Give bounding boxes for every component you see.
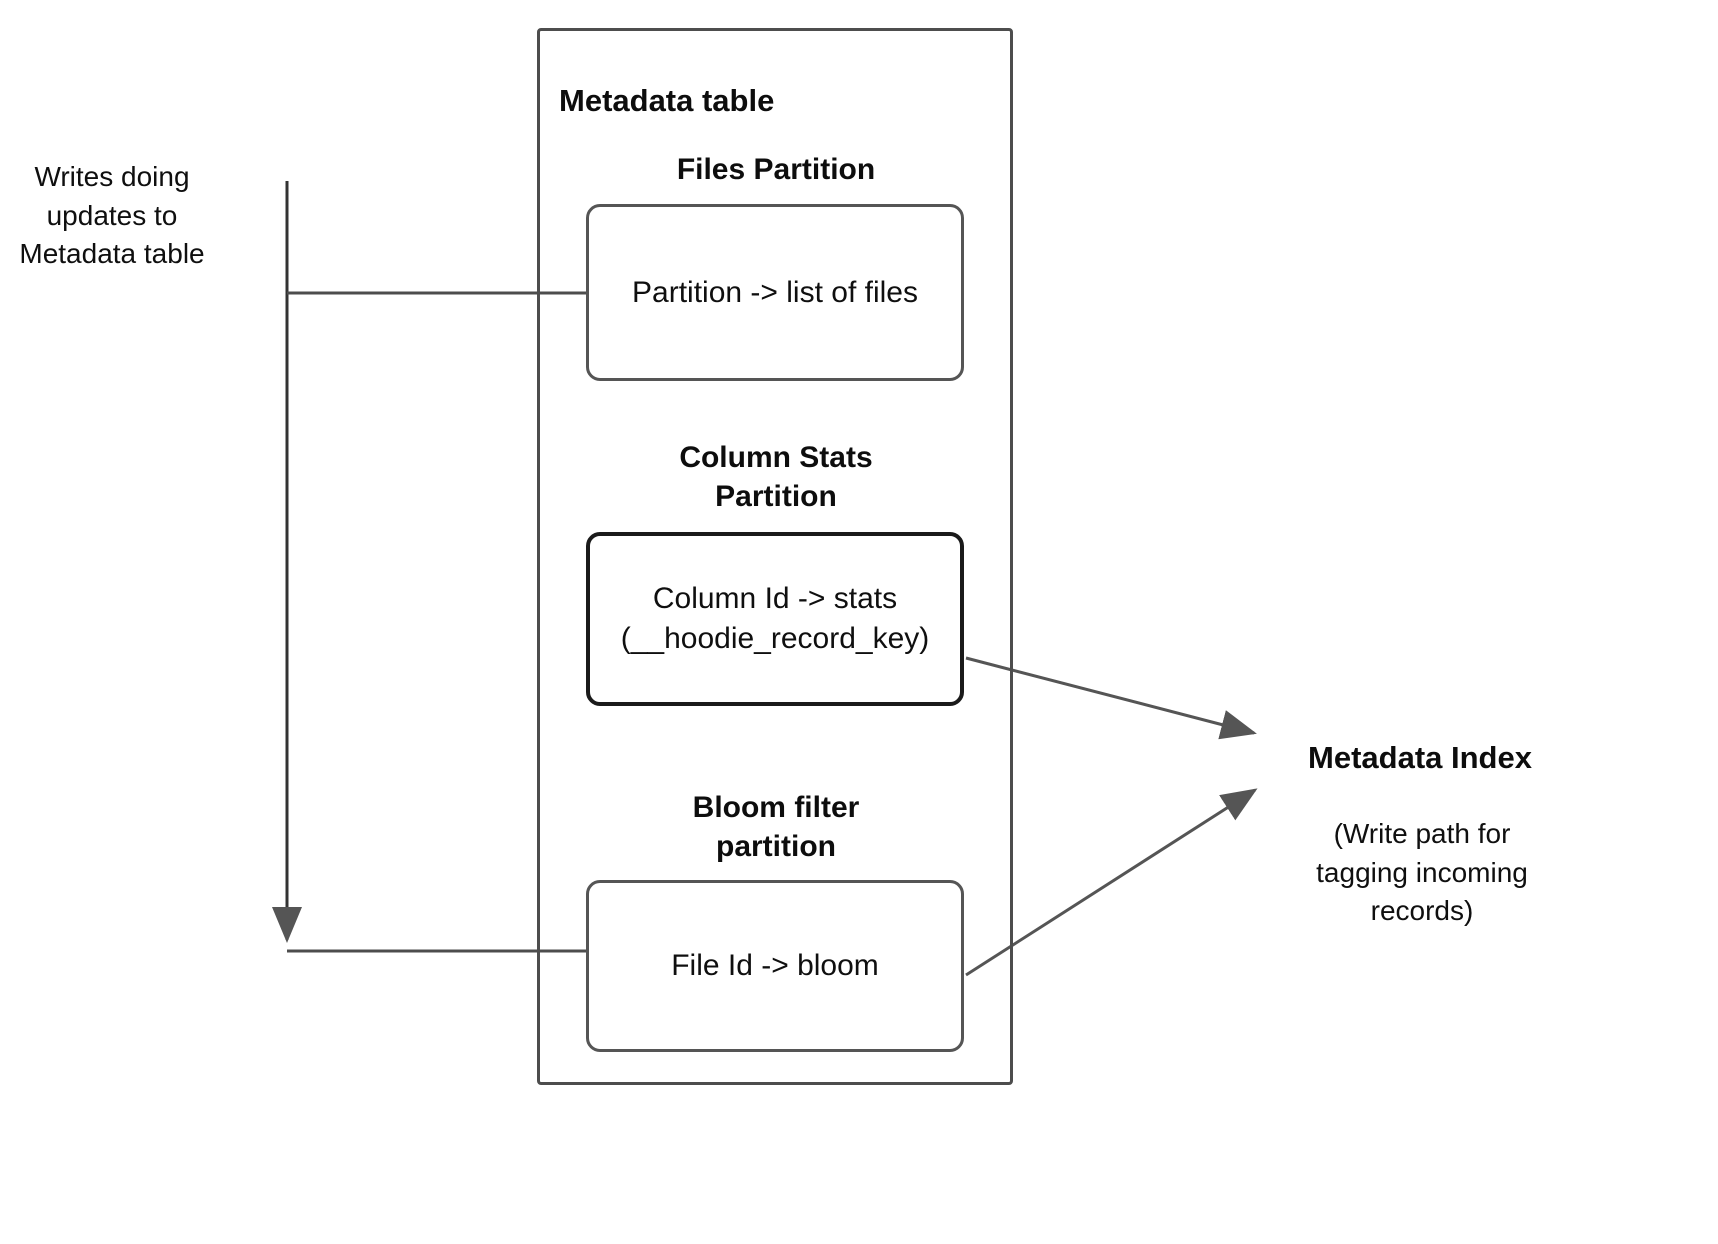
files-partition-heading: Files Partition: [676, 153, 876, 186]
bloom-filter-partition-content: File Id -> bloom: [671, 949, 879, 983]
files-partition-content: Partition -> list of files: [632, 275, 918, 309]
column-stats-partition-heading: Column Stats Partition: [679, 441, 873, 513]
bloom-to-index-arrow: [965, 788, 1258, 977]
column-stats-partition-box[interactable]: Column Id -> stats (__hoodie_record_key): [586, 532, 964, 706]
metadata-index-note: (Write path for tagging incoming records…: [1316, 818, 1528, 927]
bloom-filter-partition-box[interactable]: File Id -> bloom: [586, 880, 964, 1052]
metadata-table-title: Metadata table: [559, 83, 775, 118]
bloom-filter-partition-heading: Bloom filter partition: [692, 791, 860, 863]
column-stats-to-index-arrow: [965, 656, 1257, 740]
files-partition-box[interactable]: Partition -> list of files: [586, 204, 964, 381]
metadata-index-label: Metadata Index: [1308, 740, 1532, 775]
metadata-table-container: [537, 28, 1013, 1085]
column-stats-partition-content: Column Id -> stats (__hoodie_record_key): [620, 582, 930, 655]
writes-note-label: Writes doing updates to Metadata table: [19, 161, 205, 270]
